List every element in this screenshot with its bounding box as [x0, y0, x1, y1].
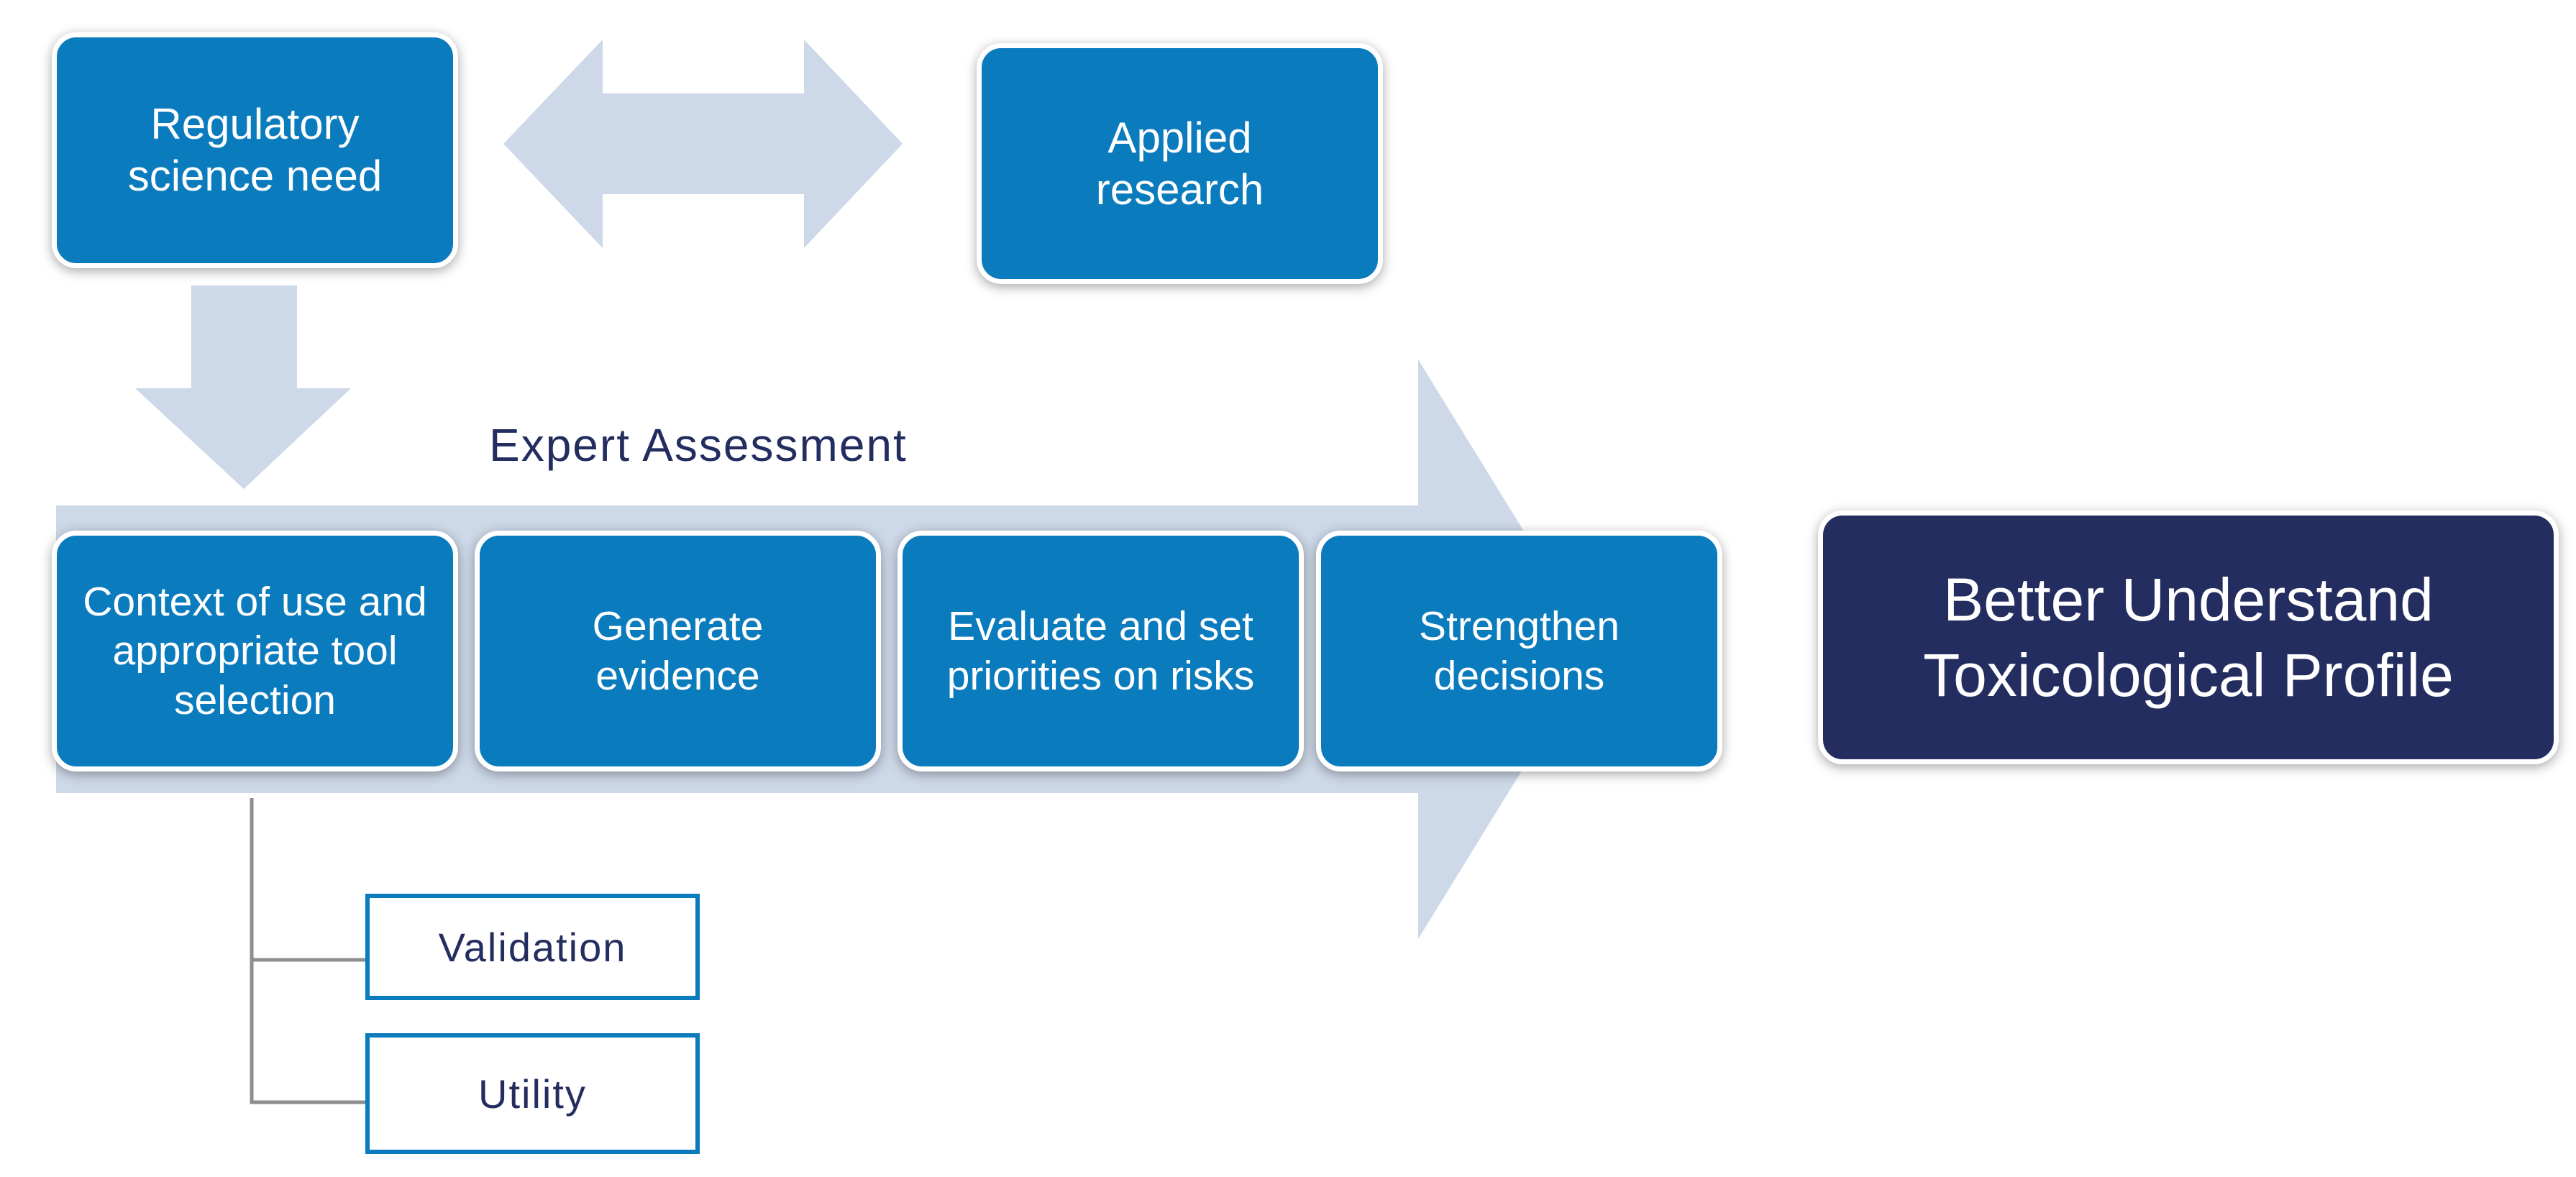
- step-context-of-use: Context of use and appropriate tool sele…: [52, 531, 458, 771]
- regulatory-science-need-label: Regulatory science need: [127, 100, 383, 200]
- utility-box: Utility: [365, 1033, 700, 1154]
- step-strengthen-decisions: Strengthen decisions: [1316, 531, 1722, 771]
- step-generate-evidence-label: Generate evidence: [592, 603, 764, 699]
- validation-label: Validation: [438, 924, 627, 970]
- double-arrow: [503, 40, 903, 248]
- step-context-of-use-label: Context of use and appropriate tool sele…: [83, 578, 427, 723]
- applied-research-box: Applied research: [977, 43, 1383, 284]
- step-strengthen-decisions-label: Strengthen decisions: [1419, 603, 1620, 699]
- outcome-box: Better Understand Toxicological Profile: [1818, 510, 2559, 764]
- down-arrow: [135, 285, 351, 489]
- outcome-label: Better Understand Toxicological Profile: [1923, 565, 2454, 709]
- validation-box: Validation: [365, 894, 700, 1000]
- criteria-connector: [250, 798, 365, 1104]
- step-evaluate-priorities-label: Evaluate and set priorities on risks: [946, 603, 1255, 699]
- step-generate-evidence: Generate evidence: [475, 531, 881, 771]
- regulatory-science-need-box: Regulatory science need: [52, 32, 458, 268]
- utility-label: Utility: [478, 1071, 587, 1117]
- applied-research-label: Applied research: [1095, 113, 1264, 214]
- step-evaluate-priorities: Evaluate and set priorities on risks: [898, 531, 1304, 771]
- expert-assessment-label: Expert Assessment: [489, 419, 908, 471]
